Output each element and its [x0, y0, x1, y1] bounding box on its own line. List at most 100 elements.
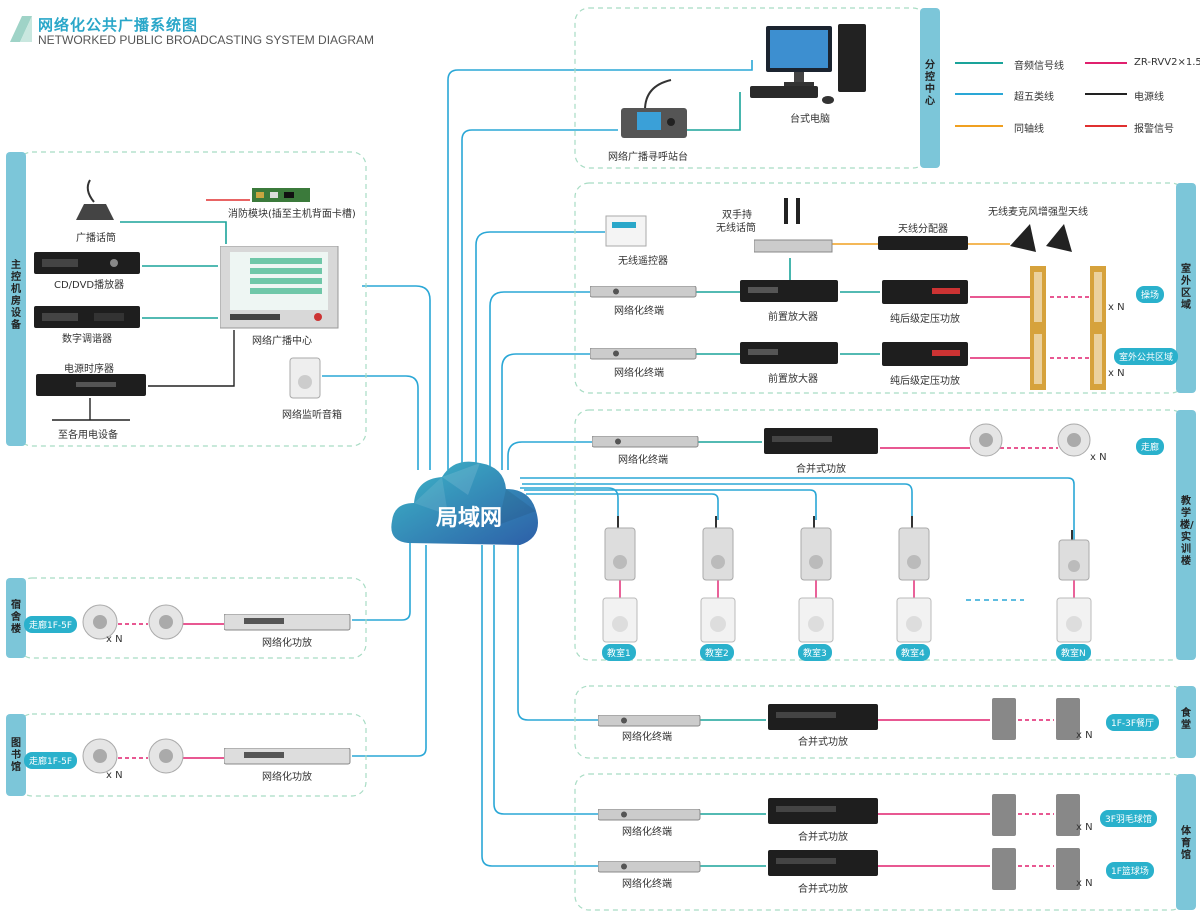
dvd-player-icon [34, 252, 140, 274]
zone-title-dorm: 宿舍楼 [11, 600, 21, 635]
preamp-icon [740, 342, 838, 364]
column-speaker-icon [1030, 266, 1046, 328]
fire-module-icon [252, 188, 310, 202]
broadcast-center-label: 网络广播中心 [252, 336, 312, 347]
wireless-mic-icon [754, 198, 833, 253]
zone-title-teaching: 教学楼/实训楼 [1180, 496, 1194, 567]
ceiling-speaker-icon [82, 738, 118, 774]
zone-title-sub-control: 分控中心 [925, 60, 935, 107]
tuner-label: 数字调谐器 [62, 334, 112, 345]
gym-terminal-label-2: 网络化终端 [622, 879, 672, 890]
canteen-amp-label: 合并式功放 [798, 737, 848, 748]
antenna-splitter-icon [878, 236, 968, 250]
classroom-speaker-icon [798, 597, 834, 643]
zone-title-outdoor: 室外区域 [1181, 264, 1191, 311]
logo-mark [10, 16, 32, 42]
dvd-player-label: CD/DVD播放器 [54, 280, 125, 291]
classroom-terminal-icon [898, 516, 930, 581]
tag-classroom-2: 教室2 [700, 644, 734, 661]
ceiling-speaker-icon [148, 604, 184, 640]
integrated-amp-icon [768, 798, 878, 824]
legend-cat5: 超五类线 [1014, 92, 1054, 103]
network-amp-icon [224, 614, 351, 631]
antenna-icon [1010, 224, 1072, 252]
legend-coax: 同轴线 [1014, 124, 1044, 135]
classroom-speaker-icon [602, 597, 638, 643]
antenna-splitter-label: 天线分配器 [898, 224, 948, 235]
zone-title-gym: 体育馆 [1181, 826, 1191, 861]
library-amp-label: 网络化功放 [262, 772, 312, 783]
outdoor-count-1: x N [1108, 302, 1125, 313]
column-speaker-icon [1030, 328, 1046, 390]
wireless-remote-icon [605, 215, 647, 247]
ceiling-speaker-icon [969, 423, 1003, 457]
column-speaker-icon [1090, 266, 1106, 328]
library-count: x N [106, 770, 123, 781]
zone-title-main-room: 主控机房设备 [11, 260, 21, 331]
desktop-computer-icon [750, 24, 866, 104]
integrated-amp-icon [768, 850, 878, 876]
wireless-mic-label-1: 双手持 [722, 210, 752, 221]
legend-zr-rvv: ZR-RVV2×1.5 [1134, 57, 1200, 68]
legend-alarm: 报警信号 [1134, 124, 1174, 135]
power-amp-icon [882, 280, 968, 304]
classroom-speaker-icon [700, 597, 736, 643]
paging-station-icon [621, 79, 687, 138]
zone-tab-main-room [6, 152, 26, 446]
legend-swatches [955, 62, 1127, 127]
canteen-terminal-label: 网络化终端 [622, 732, 672, 743]
to-equipment-label: 至各用电设备 [58, 430, 118, 441]
legend-audio-line: 音频信号线 [1014, 61, 1064, 72]
teaching-count: x N [1090, 452, 1107, 463]
zone-tab-dorm [6, 578, 26, 658]
dorm-amp-label: 网络化功放 [262, 638, 312, 649]
outdoor-count-2: x N [1108, 368, 1125, 379]
ceiling-speaker-icon [82, 604, 118, 640]
legend-power: 电源线 [1134, 92, 1164, 103]
wireless-remote-label: 无线遥控器 [618, 256, 668, 267]
classroom-terminal-icon [604, 516, 636, 581]
tag-classroom-1: 教室1 [602, 644, 636, 661]
sequencer-label: 电源时序器 [64, 364, 114, 375]
classroom-terminal-icon [800, 516, 832, 581]
fire-module-label: 消防模块(插至主机背面卡槽) [228, 209, 356, 220]
outdoor-amp-label: 纯后级定压功放 [890, 314, 960, 325]
tag-classroom-4: 教室4 [896, 644, 930, 661]
zone-title-canteen: 食堂 [1181, 708, 1191, 731]
tag-basketball: 1F篮球场 [1106, 862, 1154, 879]
paging-station-label: 网络广播寻呼站台 [608, 152, 688, 163]
tag-corridor: 走廊 [1136, 438, 1165, 455]
tag-dorm-corridor: 走廊1F-5F [24, 616, 78, 633]
tuner-icon [34, 306, 140, 328]
outdoor-terminal-label: 网络化终端 [614, 306, 664, 317]
canteen-count: x N [1076, 730, 1093, 741]
classroom-terminal-icon [702, 516, 734, 581]
tag-library-corridor: 走廊1F-5F [24, 752, 78, 769]
zone-tab-library [6, 714, 26, 796]
zone-tab-canteen [1176, 686, 1196, 758]
integrated-amp-icon [768, 704, 878, 730]
outdoor-amp-label-2: 纯后级定压功放 [890, 376, 960, 387]
monitor-speaker-label: 网络监听音箱 [282, 410, 342, 421]
ceiling-speaker-icon [1057, 423, 1091, 457]
gym-count-1: x N [1076, 822, 1093, 833]
gym-count-2: x N [1076, 878, 1093, 889]
wall-speaker-icon [992, 794, 1016, 836]
integrated-amp-icon [764, 428, 878, 454]
classroom-speaker-icon [1056, 597, 1092, 643]
outdoor-preamp-label-2: 前置放大器 [768, 374, 818, 385]
terminal-icon [598, 861, 701, 873]
wall-speaker-icon [1056, 794, 1080, 836]
tag-classroom-n: 教室N [1056, 644, 1091, 661]
gym-amp-label-2: 合并式功放 [798, 884, 848, 895]
dorm-count: x N [106, 634, 123, 645]
antenna-label: 无线麦克风增强型天线 [988, 207, 1088, 218]
tag-canteen: 1F-3F餐厅 [1106, 714, 1160, 731]
broadcast-mic-icon [76, 179, 114, 220]
tag-badminton: 3F羽毛球馆 [1100, 810, 1157, 827]
wall-speaker-icon [992, 848, 1016, 890]
zone-tab-teaching [1176, 410, 1196, 660]
gym-amp-label-1: 合并式功放 [798, 832, 848, 843]
